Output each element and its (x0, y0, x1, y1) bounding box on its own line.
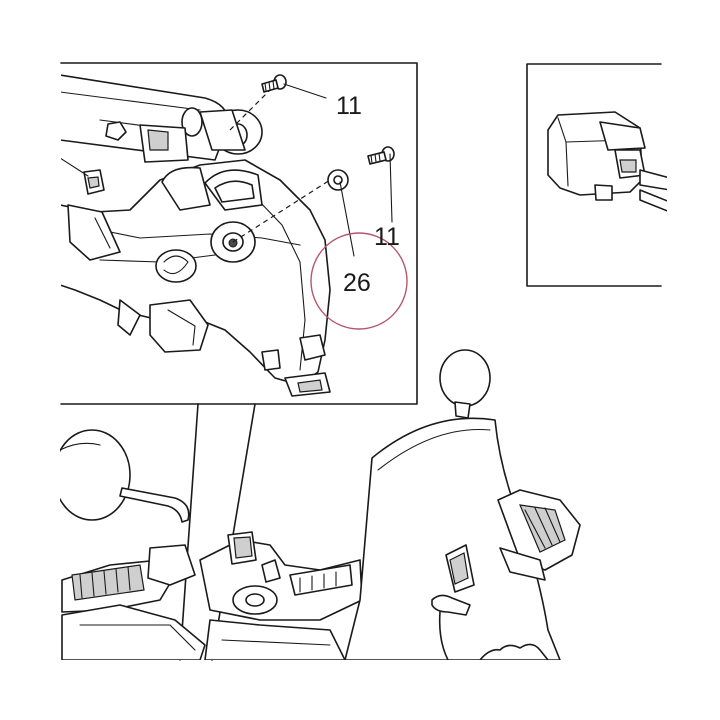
accessory-socket (431, 544, 475, 660)
screw-right (232, 146, 395, 243)
left-mirror (60, 429, 190, 523)
connector-inset (526, 63, 667, 287)
callout-11-top: 11 (336, 92, 362, 120)
highlight-circle (310, 232, 408, 330)
motorcycle-view (60, 349, 581, 660)
callout-leaders (283, 83, 393, 257)
zoom-leader-lines (179, 403, 256, 661)
washer-part (327, 169, 349, 191)
right-mirror (439, 349, 491, 419)
screw-top (229, 74, 287, 131)
callout-26: 26 (343, 269, 371, 297)
callout-11-right: 11 (374, 223, 400, 251)
main-detail-inset (60, 62, 418, 405)
windscreen (344, 417, 561, 660)
